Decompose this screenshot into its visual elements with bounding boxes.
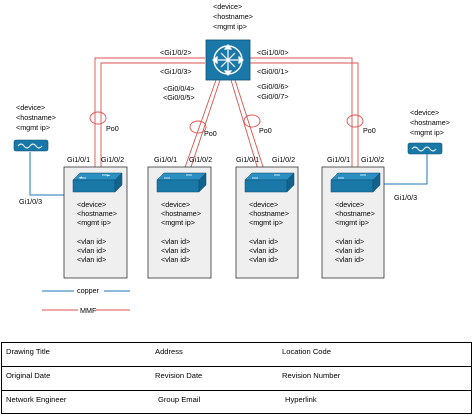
- sw4-vlan-2: <vlan id>: [335, 246, 364, 255]
- ap-right-hostname: <hostname>: [410, 118, 450, 127]
- title-block-row-3: Network Engineer Group Email Hyperlink: [2, 391, 471, 415]
- revision-number-label: Revision Number: [282, 371, 341, 380]
- sw1-port-b: Gi1/0/2: [101, 155, 124, 164]
- sw1-hostname: <hostname>: [77, 209, 117, 218]
- core-port-left-1: <Gi1/0/2>: [160, 48, 192, 57]
- access-switch-4: [321, 166, 385, 279]
- core-port-left-2: <Gi1/0/3>: [160, 67, 192, 76]
- sw3-hostname: <hostname>: [249, 209, 289, 218]
- group-email-label: Group Email: [158, 395, 201, 404]
- original-date-label: Original Date: [6, 371, 51, 380]
- drawing-title-label: Drawing Title: [6, 347, 50, 356]
- sw4-device: <device>: [335, 200, 364, 209]
- core-hostname: <hostname>: [213, 12, 253, 21]
- sw4-mgmt-ip: <mgmt ip>: [335, 218, 369, 227]
- wireless-icon: [17, 143, 43, 149]
- hyperlink-label: Hyperlink: [285, 395, 317, 404]
- core-switch: [205, 39, 251, 81]
- port-channel-markers: [89, 111, 364, 134]
- core-port-right-3: <Gi0/0/6>: [257, 82, 289, 91]
- ap-right-device: <device>: [410, 108, 439, 117]
- sw2-port-b: Gi1/0/2: [189, 155, 212, 164]
- sw4-vlan-3: <vlan id>: [335, 255, 364, 264]
- core-port-left-3: <Gi0/0/4>: [163, 84, 195, 93]
- switch-arrows-icon: [252, 174, 280, 179]
- access-switch-3: [235, 166, 299, 279]
- switch-arrows-icon: [78, 174, 111, 179]
- access-point-right: <device> <hostname> <mgmt ip>: [407, 108, 450, 155]
- switch-arrows-icon: [338, 174, 366, 179]
- sw4-port-b: Gi1/0/2: [361, 155, 384, 164]
- sw2-vlan-2: <vlan id>: [161, 246, 190, 255]
- core-mgmt-ip: <mgmt ip>: [213, 22, 247, 31]
- core-port-right-4: <Gi0/0/7>: [257, 92, 289, 101]
- copper-links: [29, 152, 428, 196]
- network-engineer-label: Network Engineer: [6, 395, 67, 404]
- sw2-port-a: Gi1/0/1: [154, 155, 177, 164]
- sw1-port-a: Gi1/0/1: [67, 155, 90, 164]
- ap-right-mgmt-ip: <mgmt ip>: [410, 128, 444, 137]
- sw2-hostname: <hostname>: [161, 209, 201, 218]
- revision-date-label: Revision Date: [155, 371, 203, 380]
- po-label-2: Po0: [204, 129, 217, 138]
- sw1-mgmt-ip: <mgmt ip>: [77, 218, 111, 227]
- sw3-port-a: Gi1/0/1: [236, 155, 259, 164]
- sw4-port-a: Gi1/0/1: [327, 155, 350, 164]
- network-diagram: <device> <hostname> <mgmt ip> <Gi1/0/2> …: [13, 2, 450, 315]
- po-label-3: Po0: [259, 126, 272, 135]
- sw3-port-b: Gi1/0/2: [272, 155, 295, 164]
- sw3-mgmt-ip: <mgmt ip>: [249, 218, 283, 227]
- sw1-device: <device>: [77, 200, 106, 209]
- legend: copper MMF: [42, 286, 130, 315]
- title-block: Drawing Title Address Location Code Orig…: [1, 342, 472, 414]
- sw2-vlan-1: <vlan id>: [161, 237, 190, 246]
- ap-left-hostname: <hostname>: [16, 113, 56, 122]
- sw1-vlan-2: <vlan id>: [77, 246, 106, 255]
- sw3-vlan-3: <vlan id>: [249, 255, 278, 264]
- po-label-1: Po0: [106, 124, 119, 133]
- sw4-hostname: <hostname>: [335, 209, 375, 218]
- sw2-mgmt-ip: <mgmt ip>: [161, 218, 195, 227]
- ap-left-device: <device>: [16, 103, 45, 112]
- sw1-vlan-3: <vlan id>: [77, 255, 106, 264]
- core-port-right-1: <Gi1/0/0>: [257, 48, 289, 57]
- core-device: <device>: [213, 2, 242, 11]
- access-switch-2: [147, 166, 212, 279]
- wireless-icon: [411, 146, 437, 152]
- sw3-vlan-1: <vlan id>: [249, 237, 278, 246]
- sw3-vlan-2: <vlan id>: [249, 246, 278, 255]
- access-switch-1: [63, 166, 128, 279]
- sw1-vlan-1: <vlan id>: [77, 237, 106, 246]
- core-port-left-4: <Gi0/0/5>: [163, 93, 195, 102]
- location-code-label: Location Code: [282, 347, 331, 356]
- title-block-row-1: Drawing Title Address Location Code: [2, 343, 471, 367]
- ap-left-mgmt-ip: <mgmt ip>: [16, 123, 50, 132]
- sw3-device: <device>: [249, 200, 278, 209]
- po-label-4: Po0: [363, 126, 376, 135]
- sw2-vlan-3: <vlan id>: [161, 255, 190, 264]
- switch-arrows-icon: [164, 174, 192, 179]
- sw4-vlan-1: <vlan id>: [335, 237, 364, 246]
- access-point-left: <device> <hostname> <mgmt ip>: [13, 103, 56, 152]
- title-block-row-2: Original Date Revision Date Revision Num…: [2, 367, 471, 391]
- ap-left-port: Gi1/0/3: [19, 197, 42, 206]
- address-label: Address: [155, 347, 183, 356]
- ap-right-port: Gi1/0/3: [394, 193, 417, 202]
- core-port-right-2: <Gi0/0/1>: [257, 67, 289, 76]
- legend-copper-label: copper: [77, 286, 100, 295]
- legend-mmf-label: MMF: [80, 306, 97, 315]
- sw2-device: <device>: [161, 200, 190, 209]
